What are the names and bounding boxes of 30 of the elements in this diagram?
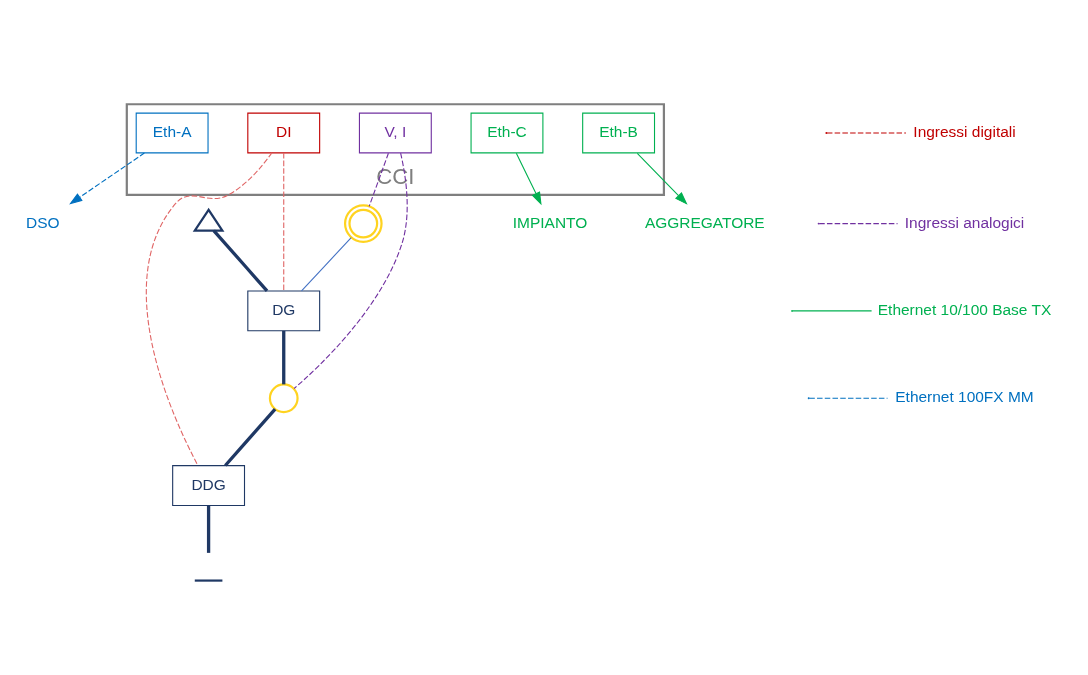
legend-label: Ethernet 100FX MM [895, 387, 1034, 405]
legend-label: Ethernet 10/100 Base TX [877, 300, 1052, 318]
connector [212, 228, 269, 292]
node-text: DSO [26, 213, 60, 231]
arrow [69, 152, 145, 205]
connector [368, 152, 389, 207]
connector [145, 151, 273, 466]
legend-label: Ingressi analogici [904, 213, 1025, 231]
connector [301, 236, 352, 291]
node-box: DDG [172, 464, 246, 506]
node-box: Eth-B [582, 112, 656, 153]
node-circle [343, 203, 383, 243]
node-box: V, I [358, 112, 432, 153]
arrow [636, 152, 688, 205]
picture [192, 207, 225, 232]
node-box: DI [247, 112, 321, 153]
connector [206, 505, 211, 553]
connector [283, 151, 285, 291]
node-text: IMPIANTO [512, 213, 588, 231]
node-box: Eth-A [135, 112, 209, 153]
arrow [515, 152, 542, 205]
node-circle [268, 382, 299, 413]
node-bar [194, 578, 223, 582]
node-box: Eth-C [470, 112, 544, 153]
connector [224, 407, 277, 467]
connector [282, 330, 286, 384]
legend-label: Ingressi digitali [913, 122, 1016, 140]
node-text: AGGREGATORE [644, 213, 765, 231]
node-box: DG [247, 289, 321, 331]
connector [293, 152, 408, 389]
